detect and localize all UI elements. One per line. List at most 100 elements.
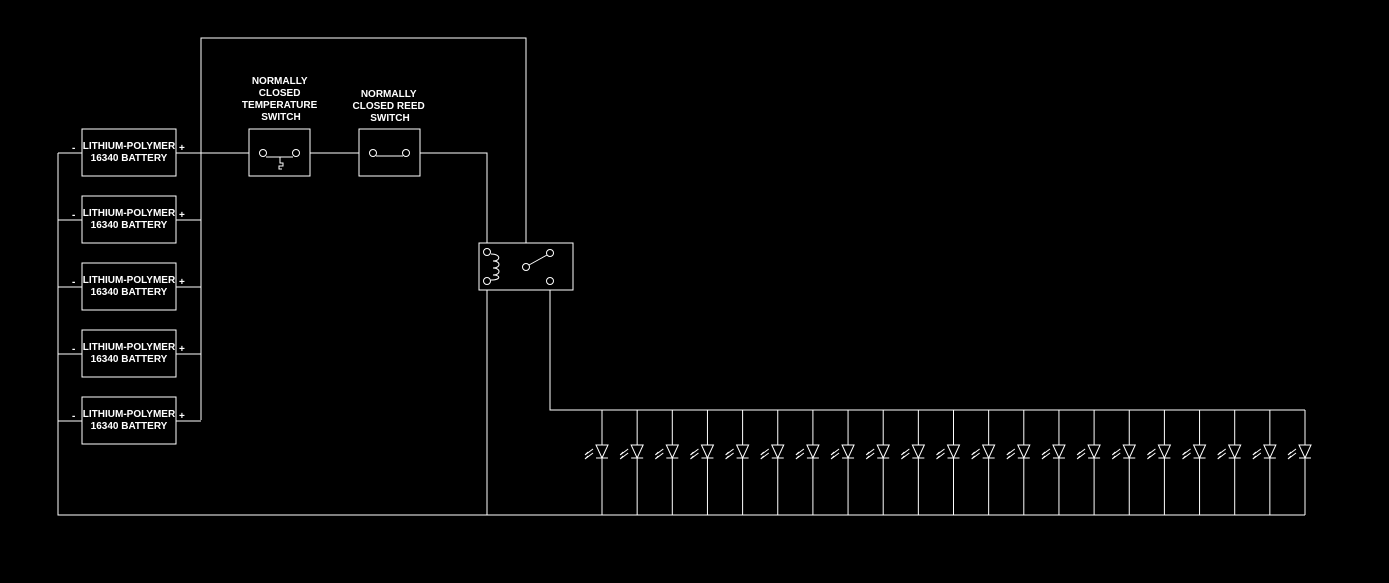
battery-label-line2: 16340 BATTERY: [91, 153, 168, 164]
relay-coil-icon: [490, 253, 500, 281]
led-diode-icon: [1157, 444, 1172, 460]
relay-no-contact: [546, 277, 554, 285]
led: [795, 410, 820, 515]
led-diode-icon: [1263, 444, 1277, 460]
led-diode-icon: [770, 444, 785, 460]
relay-coil-terminal-bottom: [483, 277, 491, 285]
positive-bus: [200, 37, 527, 420]
led-diode-icon: [735, 444, 750, 460]
thermal-element-icon: [278, 157, 284, 170]
battery-label-line1: LITHIUM-POLYMER: [83, 141, 176, 152]
battery-negative-sign: -: [72, 210, 75, 221]
light-emission-arrows-icon: [760, 448, 770, 460]
relay-coil-terminal-top: [483, 248, 491, 256]
battery-label-line2: 16340 BATTERY: [91, 287, 168, 298]
battery-negative-sign: -: [72, 277, 75, 288]
led: [725, 410, 750, 515]
led-diode-icon: [946, 444, 961, 460]
battery-positive-sign: +: [179, 344, 185, 355]
led: [1147, 410, 1172, 515]
led-diode-icon: [911, 444, 926, 460]
led: [900, 410, 926, 515]
battery-label-line2: 16340 BATTERY: [91, 220, 168, 231]
light-emission-arrows-icon: [795, 448, 805, 460]
led-diode-icon: [876, 444, 890, 460]
ground-bus-left: [57, 153, 1305, 516]
light-emission-arrows-icon: [971, 448, 980, 460]
light-emission-arrows-icon: [619, 448, 629, 460]
battery-negative-sign: -: [72, 344, 75, 355]
reed-switch-box: [358, 128, 421, 177]
temperature-switch-label: NORMALLY CLOSED TEMPERATURE SWITCH: [242, 76, 320, 123]
led: [690, 410, 715, 515]
light-emission-arrows-icon: [900, 448, 910, 460]
light-emission-arrows-icon: [690, 448, 699, 460]
led: [760, 410, 785, 515]
reed-switch-contact-left: [369, 149, 377, 157]
light-emission-arrows-icon: [830, 448, 840, 460]
temperature-switch: NORMALLY CLOSED TEMPERATURE SWITCH: [242, 76, 320, 177]
led: [584, 410, 609, 515]
led: [1252, 410, 1277, 515]
led-diode-icon: [700, 444, 715, 460]
led-diode-icon: [1087, 444, 1101, 460]
led-diode-icon: [1298, 444, 1312, 460]
led-diode-icon: [806, 444, 820, 460]
temp-switch-contact-right: [292, 149, 300, 157]
led: [971, 410, 996, 515]
led: [936, 410, 961, 515]
battery-box: [81, 329, 177, 378]
led-diode-icon: [981, 444, 996, 460]
wire-relay-to-led-bus: [549, 281, 1305, 411]
light-emission-arrows-icon: [865, 448, 875, 460]
led: [1182, 410, 1207, 515]
led-diode-icon: [665, 444, 680, 460]
temp-switch-contact-left: [259, 149, 267, 157]
light-emission-arrows-icon: [1147, 448, 1156, 460]
battery-positive-sign: +: [179, 277, 185, 288]
battery-positive-sign: +: [179, 143, 185, 154]
led-diode-icon: [1052, 444, 1066, 460]
battery-positive-sign: +: [179, 411, 185, 422]
led: [1076, 410, 1101, 515]
led: [830, 410, 855, 515]
led: [1006, 410, 1031, 515]
light-emission-arrows-icon: [1287, 448, 1297, 460]
led: [865, 410, 890, 515]
light-emission-arrows-icon: [725, 448, 734, 460]
led: [619, 410, 644, 515]
battery-box: [81, 262, 177, 311]
battery-label-line2: 16340 BATTERY: [91, 421, 168, 432]
battery-negative-sign: -: [72, 411, 75, 422]
battery-negative-sign: -: [72, 143, 75, 154]
light-emission-arrows-icon: [1006, 448, 1016, 460]
battery-box: [81, 396, 177, 445]
relay-box: [478, 242, 574, 291]
light-emission-arrows-icon: [1252, 448, 1262, 460]
led: [1217, 410, 1242, 515]
led-diode-icon: [1017, 444, 1031, 460]
reed-switch: NORMALLY CLOSED REED SWITCH: [352, 89, 427, 177]
wires: [57, 37, 1305, 516]
light-emission-arrows-icon: [1076, 448, 1086, 460]
battery-box: [81, 195, 177, 244]
reed-switch-contact-right: [402, 149, 410, 157]
light-emission-arrows-icon: [1217, 448, 1226, 460]
led-diode-icon: [1192, 444, 1207, 460]
reed-switch-label: NORMALLY CLOSED REED SWITCH: [352, 89, 427, 124]
battery-label-line1: LITHIUM-POLYMER: [83, 275, 176, 286]
led: [1287, 410, 1312, 515]
light-emission-arrows-icon: [936, 448, 945, 460]
relay: [478, 242, 574, 291]
light-emission-arrows-icon: [1041, 448, 1051, 460]
led-diode-icon: [1227, 444, 1242, 460]
battery-label-line1: LITHIUM-POLYMER: [83, 409, 176, 420]
led-diode-icon: [630, 444, 644, 460]
